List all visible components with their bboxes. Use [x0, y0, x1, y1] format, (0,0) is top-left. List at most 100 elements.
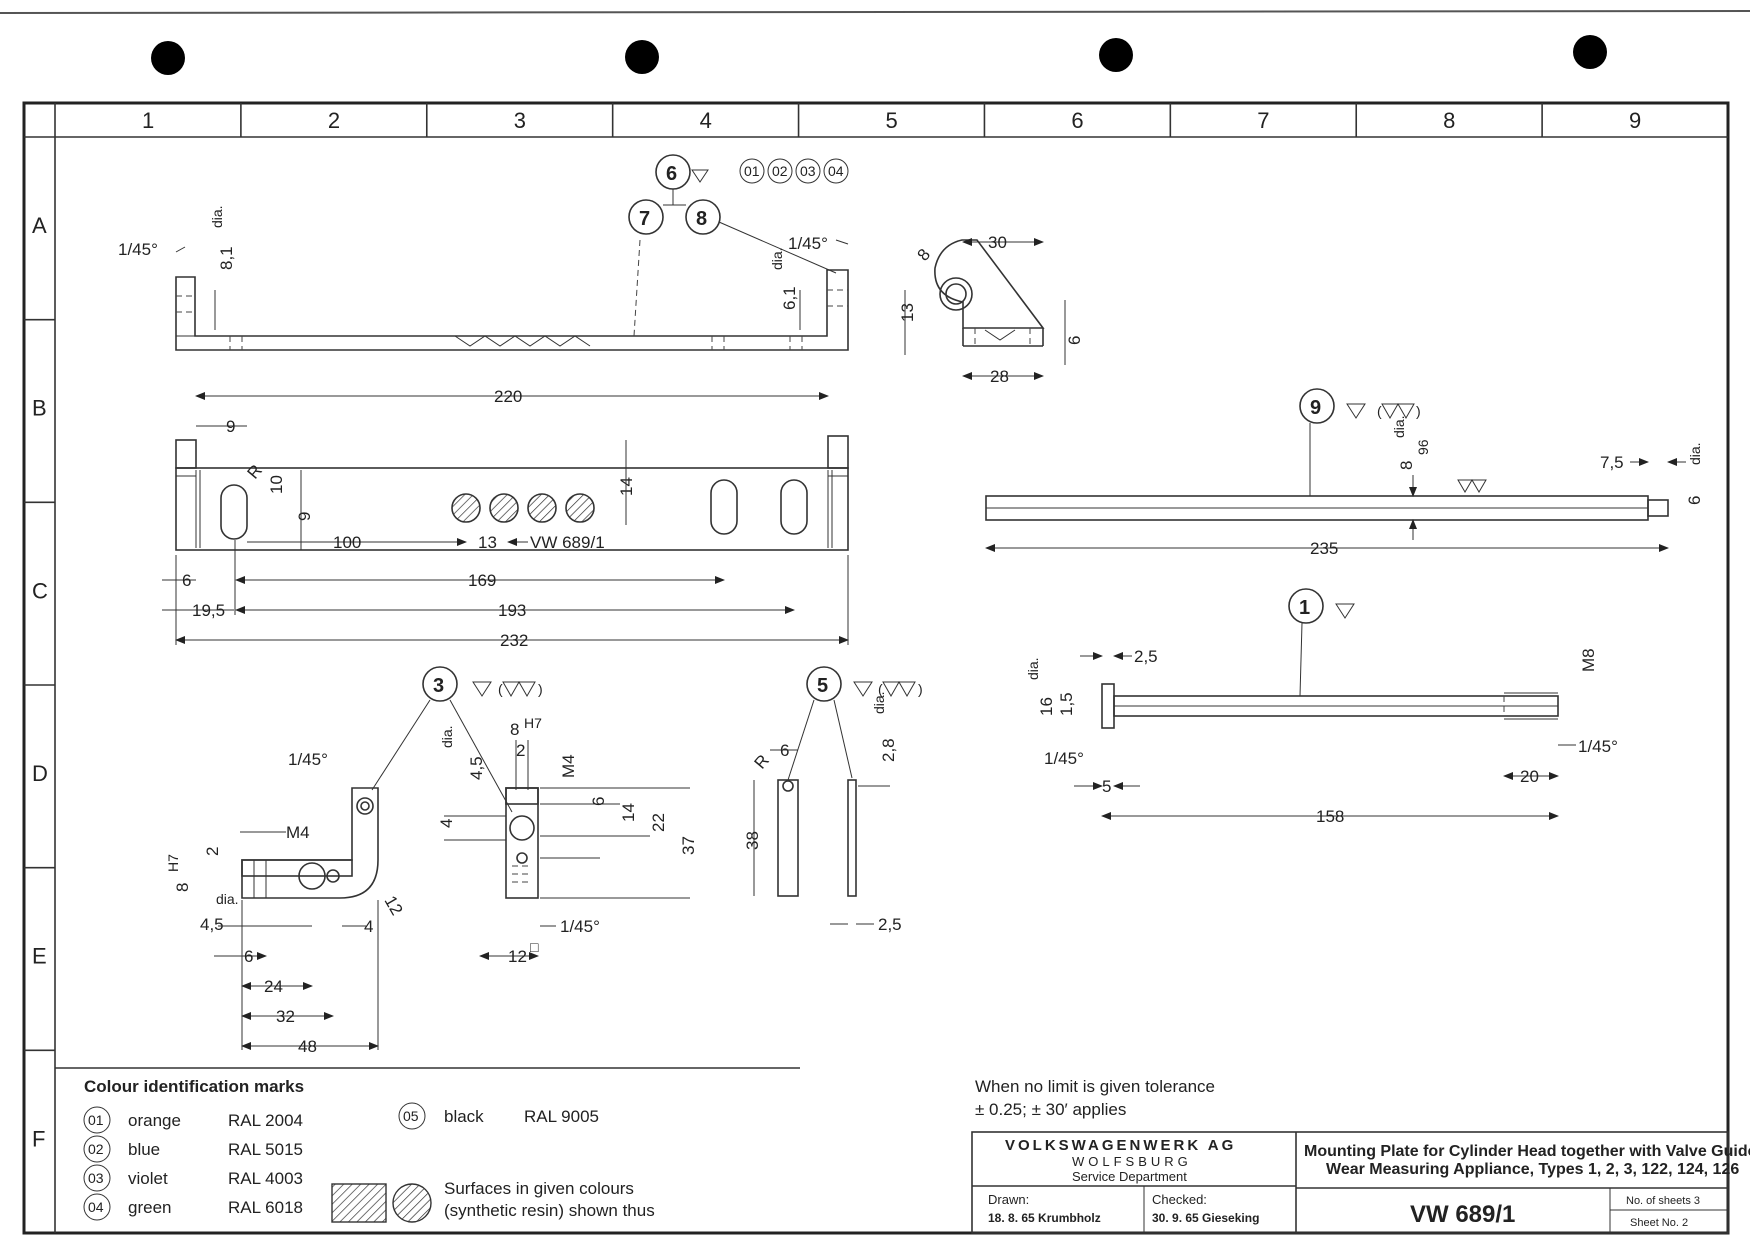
legend-code-circle-05	[398, 1102, 426, 1130]
grid-row-A: A	[32, 213, 47, 238]
grid-col-5: 5	[886, 108, 898, 133]
dim-dia-label-left: dia.	[209, 205, 225, 228]
front-6: 6	[589, 797, 608, 806]
tolerance-line2: ± 0.25; ± 30′ applies	[975, 1100, 1126, 1119]
front-dia-label: dia.	[439, 725, 455, 748]
grid-col-7: 7	[1257, 108, 1269, 133]
legend-code-circle-01	[83, 1106, 111, 1134]
colour-marks-top: 01 02 03 04	[739, 158, 849, 184]
bolt-16: 16	[1037, 697, 1056, 716]
punch-holes	[151, 35, 1607, 75]
colour-mark-circle-03	[795, 158, 821, 184]
bolt-5: 5	[1102, 777, 1111, 796]
dim-dia-right: 6,1	[780, 286, 799, 310]
legend-code-03: 03	[88, 1170, 104, 1186]
colour-mark-01: 01	[744, 163, 760, 179]
strip-R: R	[751, 751, 773, 773]
dim-220: 220	[494, 387, 522, 406]
front-4-5: 4,5	[467, 756, 486, 780]
colour-mark-circle-04	[823, 158, 849, 184]
dim-193: 193	[498, 601, 526, 620]
dim-19-5: 19,5	[192, 601, 225, 620]
ref-6: 6	[666, 163, 677, 185]
ref-5: 5	[817, 675, 828, 697]
clamp-6: 6	[244, 947, 253, 966]
rod9-dia-small: dia.	[1687, 442, 1703, 465]
svg-text:): )	[918, 681, 923, 697]
drawing-frame	[22, 101, 1730, 1235]
grid-row-F: F	[32, 1126, 45, 1151]
front-2: 2	[516, 741, 525, 760]
no-of-sheets: No. of sheets 3	[1626, 1195, 1700, 1207]
dim-chamfer-left: 1/45°	[118, 240, 158, 259]
strip-2-8: 2,8	[879, 738, 898, 762]
bolt-M8: M8	[1579, 648, 1598, 672]
grid-col-9: 9	[1629, 108, 1641, 133]
legend-code-circle-02	[83, 1135, 111, 1163]
bolt-chamfer-left: 1/45°	[1044, 749, 1084, 768]
legend-ral-03: RAL 4003	[228, 1169, 303, 1188]
svg-text:): )	[538, 681, 543, 697]
clamp-4-5: 4,5	[200, 915, 224, 934]
grid-col-6: 6	[1071, 108, 1083, 133]
dim-10: 10	[267, 475, 286, 494]
front-14: 14	[619, 803, 638, 822]
dim-28: 28	[990, 367, 1009, 386]
legend-colour-green: green	[128, 1198, 171, 1217]
rod9-dia: 8	[1397, 461, 1416, 470]
dim-dia-label-right: dia.	[769, 247, 785, 270]
legend-title: Colour identification marks	[84, 1077, 304, 1096]
bracket-side-view: 30 8 13 6 28	[898, 233, 1084, 386]
bolt-chamfer-right: 1/45°	[1578, 737, 1618, 756]
clamp-24: 24	[264, 977, 283, 996]
legend-ral-01: RAL 2004	[228, 1111, 303, 1130]
dim-R-plan: R	[244, 461, 266, 483]
front-M4: M4	[559, 754, 578, 778]
clamp-dia-label: dia.	[216, 891, 239, 907]
svg-text:(: (	[498, 681, 503, 697]
title-block: VOLKSWAGENWERK AG WOLFSBURG Service Depa…	[971, 1131, 1750, 1234]
front-chamfer: 1/45°	[560, 917, 600, 936]
legend-ral-05: RAL 9005	[524, 1107, 599, 1126]
colour-mark-04: 04	[828, 163, 844, 179]
colour-mark-03: 03	[800, 163, 816, 179]
grid-col-3: 3	[514, 108, 526, 133]
dim-100: 100	[333, 533, 361, 552]
dim-6-plan: 6	[182, 571, 191, 590]
front-12: 12	[508, 947, 527, 966]
company-name: VOLKSWAGENWERK AG	[1005, 1137, 1236, 1154]
dim-dia-left: 8,1	[217, 246, 236, 270]
checked-value: 30. 9. 65 Gieseking	[1152, 1211, 1259, 1225]
legend-code-02: 02	[88, 1141, 104, 1157]
svg-text:(: (	[878, 681, 883, 697]
front-H7: H7	[524, 715, 542, 731]
clamp-8: 8	[173, 883, 192, 892]
drawn-label: Drawn:	[988, 1192, 1029, 1207]
company-city: WOLFSBURG	[1072, 1154, 1192, 1169]
dim-13-side: 13	[898, 303, 917, 322]
colour-mark-circle-02	[767, 158, 793, 184]
clamp-part-3: 3 ( ) 1/45° M4 2 8 H7 dia. 4,5 12 4 6 24…	[165, 666, 543, 1056]
grid-row-E: E	[32, 944, 47, 969]
clamp-front-view: 8 H7 2 M4 4,5 dia. 6 14 22 37 4 1/45° 12…	[437, 715, 698, 966]
tolerance-line1: When no limit is given tolerance	[975, 1077, 1215, 1096]
rod-part-9: 9 ( ) 8 96 dia. 7,5 6 dia. 235	[985, 388, 1704, 558]
clamp-H7: H7	[165, 854, 181, 872]
clamp-chamfer: 1/45°	[288, 750, 328, 769]
ref-3: 3	[433, 675, 444, 697]
surfaces-note-line2: (synthetic resin) shown thus	[444, 1201, 655, 1220]
surface-hatch-rect	[331, 1183, 387, 1223]
ref-9: 9	[1310, 397, 1321, 419]
drawing-number: VW 689/1	[1410, 1201, 1515, 1228]
grid-row-B: B	[32, 396, 47, 421]
surface-hatch-circle	[392, 1183, 432, 1223]
clamp-12: 12	[381, 893, 407, 919]
part-number-mark: VW 689/1	[530, 533, 605, 552]
strip-38: 38	[743, 831, 762, 850]
front-8: 8	[510, 720, 519, 739]
colour-mark-02: 02	[772, 163, 788, 179]
dim-chamfer-right: 1/45°	[788, 234, 828, 253]
surfaces-note-line1: Surfaces in given colours	[444, 1179, 634, 1198]
